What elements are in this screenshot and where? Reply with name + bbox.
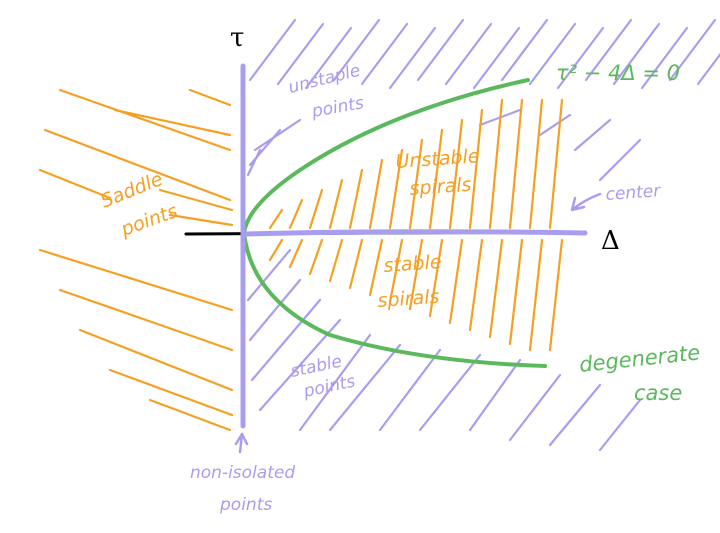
delta-axis-label: Δ: [601, 226, 620, 256]
points-hatch-stroke: [276, 22, 325, 86]
non-isolated-arrow: [234, 432, 249, 454]
spiral-hatch-stroke: [268, 238, 284, 262]
spiral-hatch-stroke: [508, 98, 524, 230]
spiral-hatch-stroke: [328, 178, 344, 230]
saddle-hatch-stroke: [38, 248, 234, 312]
points-hatch-stroke: [253, 118, 302, 152]
spiral-hatch-stroke: [288, 198, 304, 230]
saddle-points-label-line2: points: [117, 200, 180, 241]
saddle-hatch-stroke: [43, 128, 232, 202]
points-hatch-stroke: [418, 353, 482, 432]
points-hatch-stroke: [573, 118, 612, 152]
points-hatch-stroke: [250, 298, 322, 382]
points-hatch-stroke: [332, 18, 381, 82]
saddle-region-hatching: [38, 88, 234, 432]
stable-spirals-label-line1: stable: [383, 251, 442, 277]
points-hatch-stroke: [378, 348, 442, 432]
spiral-hatch-stroke: [348, 168, 364, 230]
spiral-hatch-stroke: [528, 98, 544, 230]
saddle-hatch-stroke: [58, 88, 232, 152]
non-isolated-label-line2: points: [219, 495, 272, 515]
points-hatch-stroke: [696, 52, 720, 86]
spiral-hatch-stroke: [528, 238, 544, 352]
spiral-hatch-stroke: [388, 238, 404, 304]
saddle-hatch-stroke: [148, 398, 232, 432]
points-hatch-stroke: [444, 22, 493, 86]
spiral-hatch-stroke: [428, 238, 444, 318]
unstable-spirals-label-line2: spirals: [409, 174, 472, 200]
unstable-points-label-line1: unstaple: [286, 61, 362, 98]
saddle-hatch-stroke: [158, 188, 234, 212]
points-hatch-stroke: [598, 398, 642, 452]
points-hatch-stroke: [668, 18, 717, 82]
spiral-hatch-stroke: [368, 238, 384, 297]
spiral-region-hatching: [268, 98, 564, 352]
points-hatch-stroke: [556, 26, 605, 90]
spiral-hatch-stroke: [468, 108, 484, 230]
points-hatch-stroke: [508, 373, 562, 442]
points-hatch-stroke: [248, 278, 302, 342]
parabola-equation-label: τ² − 4Δ = 0: [556, 61, 680, 85]
center-arrow: [570, 192, 602, 212]
spiral-hatch-stroke: [428, 128, 444, 230]
points-hatch-stroke: [598, 138, 642, 182]
points-hatch-stroke: [548, 383, 602, 447]
points-hatch-stroke: [298, 333, 372, 432]
spiral-hatch-stroke: [448, 118, 464, 230]
saddle-hatch-stroke: [38, 168, 112, 200]
spiral-hatch-stroke: [368, 158, 384, 230]
spiral-hatch-stroke: [308, 188, 324, 230]
points-hatch-stroke: [584, 18, 633, 82]
points-hatch-stroke: [416, 18, 465, 82]
points-hatch-stroke: [640, 26, 689, 90]
spiral-hatch-stroke: [268, 208, 284, 230]
non-isolated-label-line1: non-isolated: [190, 463, 295, 483]
spiral-hatch-stroke: [308, 238, 324, 276]
spiral-hatch-stroke: [388, 148, 404, 230]
spiral-hatch-stroke: [408, 238, 424, 311]
center-line: [241, 229, 588, 237]
points-hatch-stroke: [248, 18, 297, 82]
saddle-hatch-stroke: [168, 213, 234, 227]
spiral-hatch-stroke: [548, 98, 564, 230]
saddle-hatch-stroke: [58, 288, 234, 352]
points-hatch-stroke: [388, 26, 437, 90]
degenerate-label-line1: degenerate: [578, 340, 701, 377]
saddle-hatch-stroke: [188, 88, 232, 107]
points-hatch-stroke: [528, 22, 577, 86]
saddle-hatch-stroke: [78, 328, 234, 392]
spiral-hatch-stroke: [488, 98, 504, 230]
spiral-hatch-stroke: [488, 238, 504, 339]
points-hatch-stroke: [472, 26, 521, 90]
spiral-hatch-stroke: [408, 138, 424, 230]
unstable-points-label-line2: points: [309, 93, 365, 122]
spiral-hatch-stroke: [548, 238, 564, 352]
stable-spirals-label-line2: spirals: [377, 286, 440, 312]
spiral-hatch-stroke: [448, 238, 464, 325]
spiral-hatch-stroke: [508, 238, 524, 346]
points-hatch-stroke: [500, 18, 549, 82]
points-hatch-stroke: [612, 22, 661, 86]
spiral-hatch-stroke: [348, 238, 364, 290]
tau-axis-label: τ: [230, 23, 244, 53]
points-hatch-stroke: [328, 343, 402, 432]
center-label: center: [605, 181, 662, 205]
points-hatch-stroke: [538, 113, 572, 137]
points-hatch-stroke: [468, 358, 522, 432]
degenerate-label-line2: case: [634, 381, 682, 405]
saddle-hatch-stroke: [108, 368, 234, 417]
unstable-spirals-label-line1: Unstable: [395, 145, 480, 173]
spiral-hatch-stroke: [288, 238, 304, 269]
points-hatch-stroke: [360, 22, 409, 86]
points-hatch-stroke: [304, 26, 353, 90]
saddle-hatch-stroke: [113, 108, 232, 137]
points-hatch-stroke: [246, 248, 292, 302]
spiral-hatch-stroke: [468, 238, 484, 332]
spiral-hatch-stroke: [328, 238, 344, 283]
